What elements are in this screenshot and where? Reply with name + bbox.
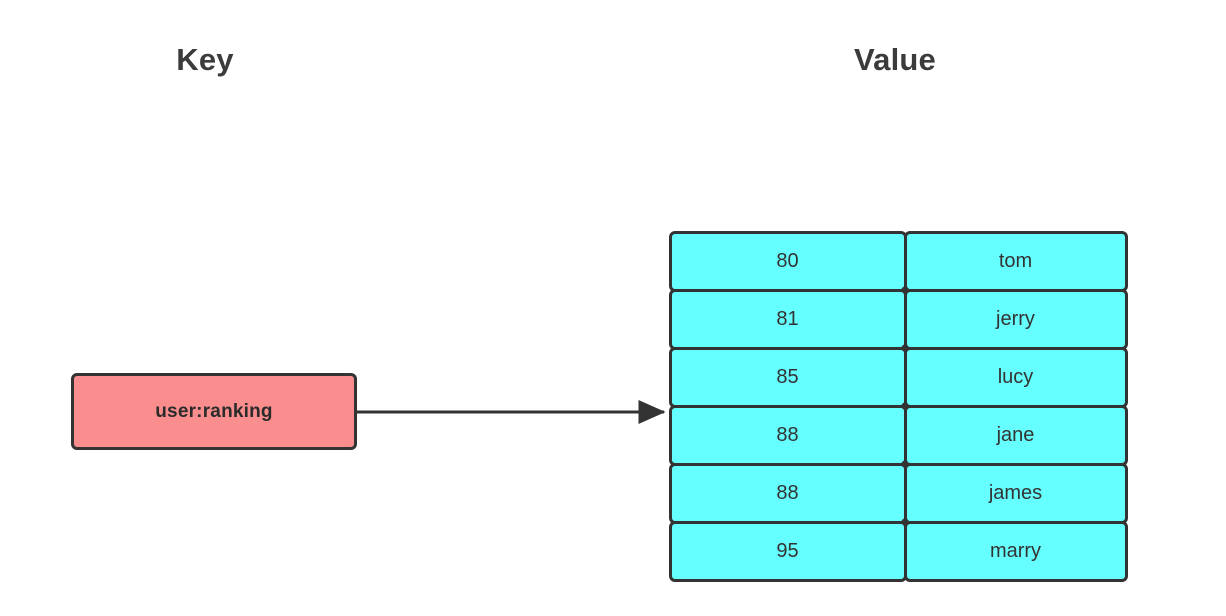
cell-member: james (903, 462, 1128, 524)
column-header-key: Key (176, 42, 234, 77)
connector-arrow-icon (354, 400, 666, 424)
column-header-value: Value (854, 42, 936, 77)
cell-member: marry (903, 520, 1128, 582)
cell-member: jerry (903, 288, 1128, 350)
cell-score: 85 (668, 346, 907, 408)
cell-member: tom (903, 230, 1128, 292)
cell-score: 88 (668, 462, 907, 524)
cell-score: 88 (668, 404, 907, 466)
cell-member: lucy (903, 346, 1128, 408)
cell-member: jane (903, 404, 1128, 466)
cell-score: 81 (668, 288, 907, 350)
cell-score: 95 (668, 520, 907, 582)
key-node-label: user:ranking (155, 400, 273, 422)
key-node[interactable]: user:ranking (71, 373, 357, 450)
cell-score: 80 (668, 230, 907, 292)
